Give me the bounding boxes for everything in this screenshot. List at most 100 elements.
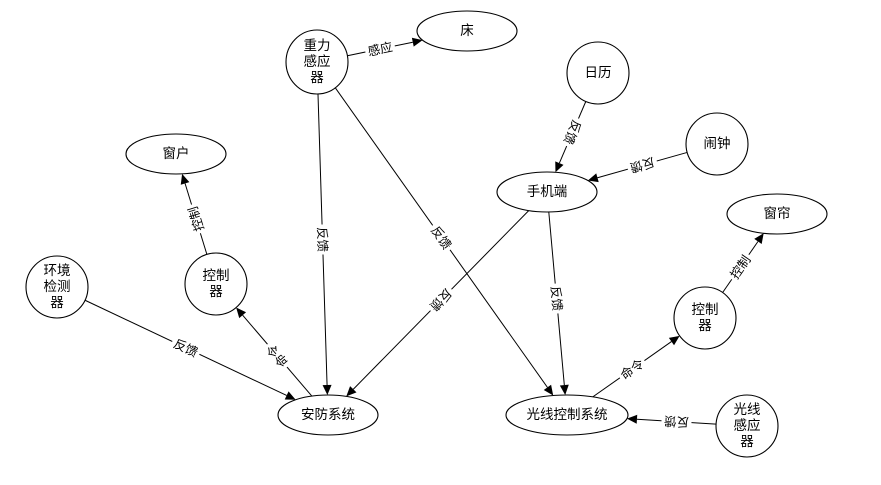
edge-label-group: 反馈	[661, 412, 692, 431]
edge-label-background	[625, 153, 659, 177]
edge-label-group: 反馈	[547, 282, 566, 315]
edge-calendar-to-phone: 反馈	[555, 101, 587, 173]
edge-security-system-to-controller-left: 命令	[236, 307, 313, 397]
arrowhead-icon	[322, 384, 332, 396]
node-light-sensor-label: 感应	[734, 417, 761, 434]
arrowhead-icon	[754, 233, 764, 245]
edge-label-background	[547, 282, 566, 315]
edge-alarm-clock-to-phone: 反馈	[587, 151, 688, 183]
node-alarm-clock-label: 闹钟	[704, 135, 731, 152]
node-controller-right-shape	[673, 286, 737, 350]
node-calendar-label: 日历	[585, 65, 612, 81]
node-light-sensor-shape	[715, 394, 779, 458]
node-calendar: 日历	[566, 41, 630, 105]
edge-label-group: 感应	[363, 38, 397, 60]
arrowhead-icon	[346, 386, 357, 397]
node-calendar-shape	[566, 41, 630, 105]
node-gravity-sensor-label: 器	[310, 70, 324, 86]
node-env-detector-shape	[25, 255, 89, 319]
node-window: 窗户	[125, 133, 227, 175]
node-phone-label: 手机端	[527, 184, 568, 200]
edge-label: 反馈	[315, 227, 331, 252]
edge-label-group: 控制	[183, 202, 209, 236]
arrowhead-icon	[180, 173, 190, 185]
node-controller-left-shape	[184, 252, 248, 316]
edge-label-background	[168, 334, 203, 362]
edge-controller-right-to-curtain: 控制	[722, 233, 764, 293]
node-light-control-system-shape	[505, 394, 629, 436]
edge-label-background	[725, 250, 756, 284]
edge-light-control-system-to-controller-right: 命令	[592, 335, 680, 398]
arrowhead-icon	[411, 37, 423, 47]
node-light-control-system-label: 光线控制系统	[527, 407, 608, 423]
edge-label-background	[424, 283, 458, 317]
arrowhead-icon	[543, 384, 554, 396]
node-alarm-clock-shape	[685, 112, 749, 176]
node-curtain-label: 窗帘	[764, 205, 791, 222]
node-security-system-shape	[277, 394, 379, 436]
edge-label: 控制	[185, 205, 207, 233]
node-phone-shape	[496, 171, 598, 213]
arrowhead-icon	[587, 173, 599, 183]
edge-label: 反馈	[628, 154, 656, 175]
edge-label-background	[661, 412, 692, 431]
edge-label-background	[363, 38, 397, 60]
node-gravity-sensor-label: 重力	[304, 38, 331, 54]
node-light-sensor-label: 器	[740, 434, 754, 450]
arrowhead-icon	[555, 161, 564, 173]
edges-layer: 感应反馈反馈反馈反馈反馈反馈控制命令反馈控制命令反馈	[84, 37, 764, 431]
edge-gravity-sensor-to-bed: 感应	[347, 37, 423, 60]
edge-label-group: 反馈	[559, 115, 586, 150]
node-controller-left-label: 控制	[203, 268, 230, 284]
edge-label-group: 控制	[725, 250, 756, 284]
edge-label-background	[314, 224, 331, 255]
edge-label-group: 命令	[261, 339, 294, 373]
node-curtain: 窗帘	[726, 193, 828, 235]
edge-gravity-sensor-to-security-system: 反馈	[314, 93, 332, 396]
edge-label: 感应	[366, 39, 394, 59]
node-curtain-shape	[726, 193, 828, 235]
node-bed: 床	[416, 10, 518, 52]
edge-label-group: 反馈	[426, 220, 457, 255]
arrowhead-icon	[668, 335, 680, 346]
node-bed-shape	[416, 10, 518, 52]
node-gravity-sensor-label: 感应	[304, 53, 331, 70]
edge-label-background	[559, 115, 586, 150]
node-controller-right-label: 器	[698, 318, 712, 334]
edge-light-sensor-to-light-control-system: 反馈	[626, 412, 717, 431]
nodes-layer: 重力感应器床日历闹钟手机端窗户控制器环境检测器安防系统窗帘控制器光线控制系统光线…	[25, 10, 828, 458]
node-gravity-sensor-shape	[285, 29, 349, 95]
edge-label-group: 反馈	[314, 224, 331, 255]
node-env-detector-label: 检测	[44, 279, 71, 295]
edge-label-group: 反馈	[168, 334, 203, 362]
edge-label-background	[426, 220, 457, 255]
node-security-system: 安防系统	[277, 394, 379, 436]
edge-label: 反馈	[664, 413, 690, 429]
arrowhead-icon	[284, 391, 296, 400]
edge-label-background	[615, 354, 649, 385]
node-security-system-label: 安防系统	[301, 407, 355, 423]
node-window-shape	[125, 133, 227, 175]
node-env-detector-label: 器	[50, 295, 64, 311]
edge-label-group: 命令	[615, 354, 649, 385]
edge-label-background	[261, 339, 294, 373]
edge-label-group: 反馈	[625, 153, 659, 177]
arrowhead-icon	[236, 307, 247, 319]
edge-gravity-sensor-to-light-control-system: 反馈	[334, 87, 554, 396]
node-phone: 手机端	[496, 171, 598, 213]
edge-label: 反馈	[548, 285, 565, 311]
node-light-sensor-label: 光线	[734, 402, 761, 418]
arrowhead-icon	[626, 414, 638, 424]
node-env-detector-label: 环境	[44, 263, 71, 279]
edge-label-background	[183, 202, 209, 236]
node-alarm-clock: 闹钟	[685, 112, 749, 176]
node-bed-label: 床	[460, 23, 474, 39]
node-controller-right: 控制器	[673, 286, 737, 350]
edge-controller-left-to-window: 控制	[180, 173, 209, 255]
node-controller-left-label: 器	[209, 284, 223, 300]
node-light-control-system: 光线控制系统	[505, 394, 629, 436]
